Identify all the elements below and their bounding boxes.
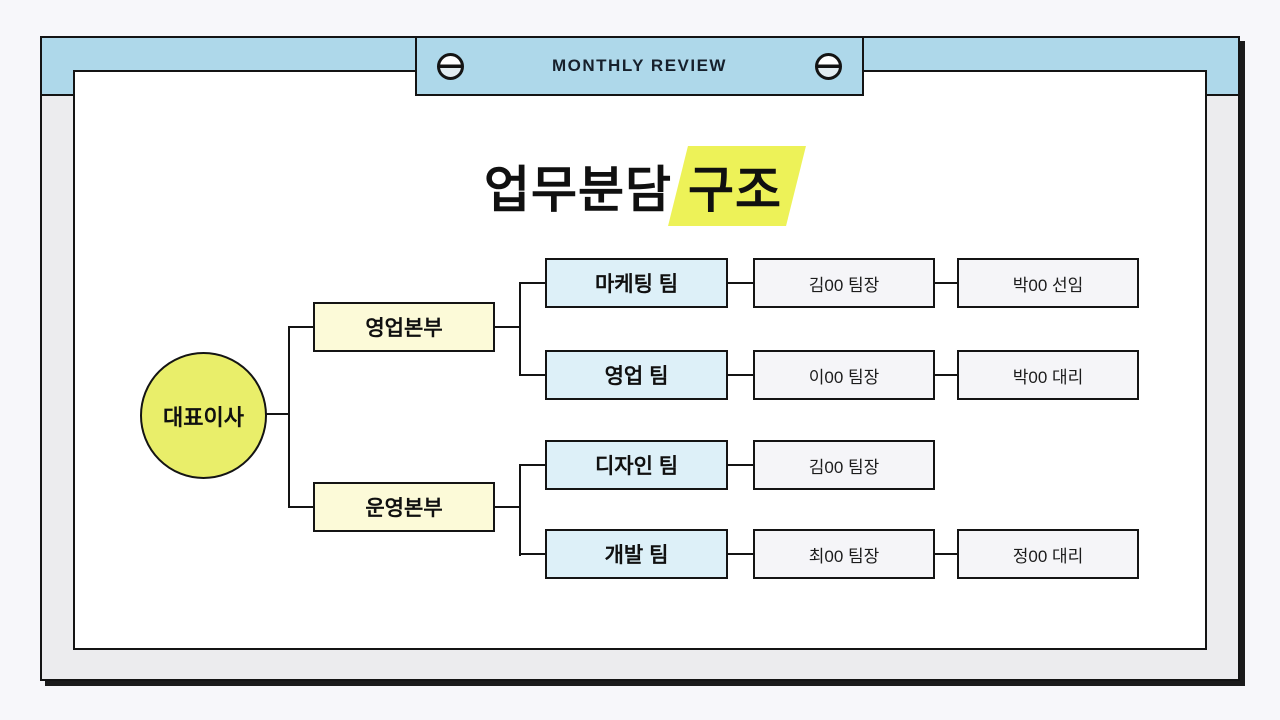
connector-line [288, 326, 290, 508]
slide-title: 업무분담 구조 [73, 148, 1207, 226]
connector-line [728, 374, 753, 376]
org-node-member: 김00 팀장 [753, 440, 935, 490]
screw-icon [815, 52, 842, 80]
connector-line [728, 553, 753, 555]
connector-line [494, 506, 521, 508]
org-node-team-dev: 개발 팀 [545, 529, 728, 579]
slide-title-highlight-text: 구조 [688, 162, 782, 218]
org-node-member: 김00 팀장 [753, 258, 935, 308]
org-node-member: 최00 팀장 [753, 529, 935, 579]
connector-line [728, 282, 753, 284]
org-node-ceo: 대표이사 [140, 352, 267, 479]
org-node-member: 박00 대리 [957, 350, 1139, 400]
slide-title-highlight: 구조 [678, 148, 796, 226]
org-node-member: 이00 팀장 [753, 350, 935, 400]
connector-line [519, 282, 545, 284]
connector-line [519, 464, 545, 466]
connector-line [519, 374, 545, 376]
org-node-division-operations: 운영본부 [313, 482, 495, 532]
connector-line [934, 374, 957, 376]
connector-line [728, 464, 753, 466]
connector-line [288, 326, 313, 328]
screw-icon [437, 52, 464, 80]
slide-title-plain: 업무분담 [484, 162, 672, 218]
connector-line [265, 413, 290, 415]
org-node-division-sales: 영업본부 [313, 302, 495, 352]
org-node-team-marketing: 마케팅 팀 [545, 258, 728, 308]
connector-line [934, 282, 957, 284]
connector-line [519, 553, 545, 555]
org-node-team-sales: 영업 팀 [545, 350, 728, 400]
org-node-member: 정00 대리 [957, 529, 1139, 579]
connector-line [288, 506, 313, 508]
connector-line [934, 553, 957, 555]
header-tab: MONTHLY REVIEW [415, 36, 864, 96]
org-node-team-design: 디자인 팀 [545, 440, 728, 490]
org-node-member: 박00 선임 [957, 258, 1139, 308]
header-tab-label: MONTHLY REVIEW [552, 56, 727, 75]
connector-line [494, 326, 521, 328]
connector-line [519, 282, 521, 376]
connector-line [519, 464, 521, 556]
